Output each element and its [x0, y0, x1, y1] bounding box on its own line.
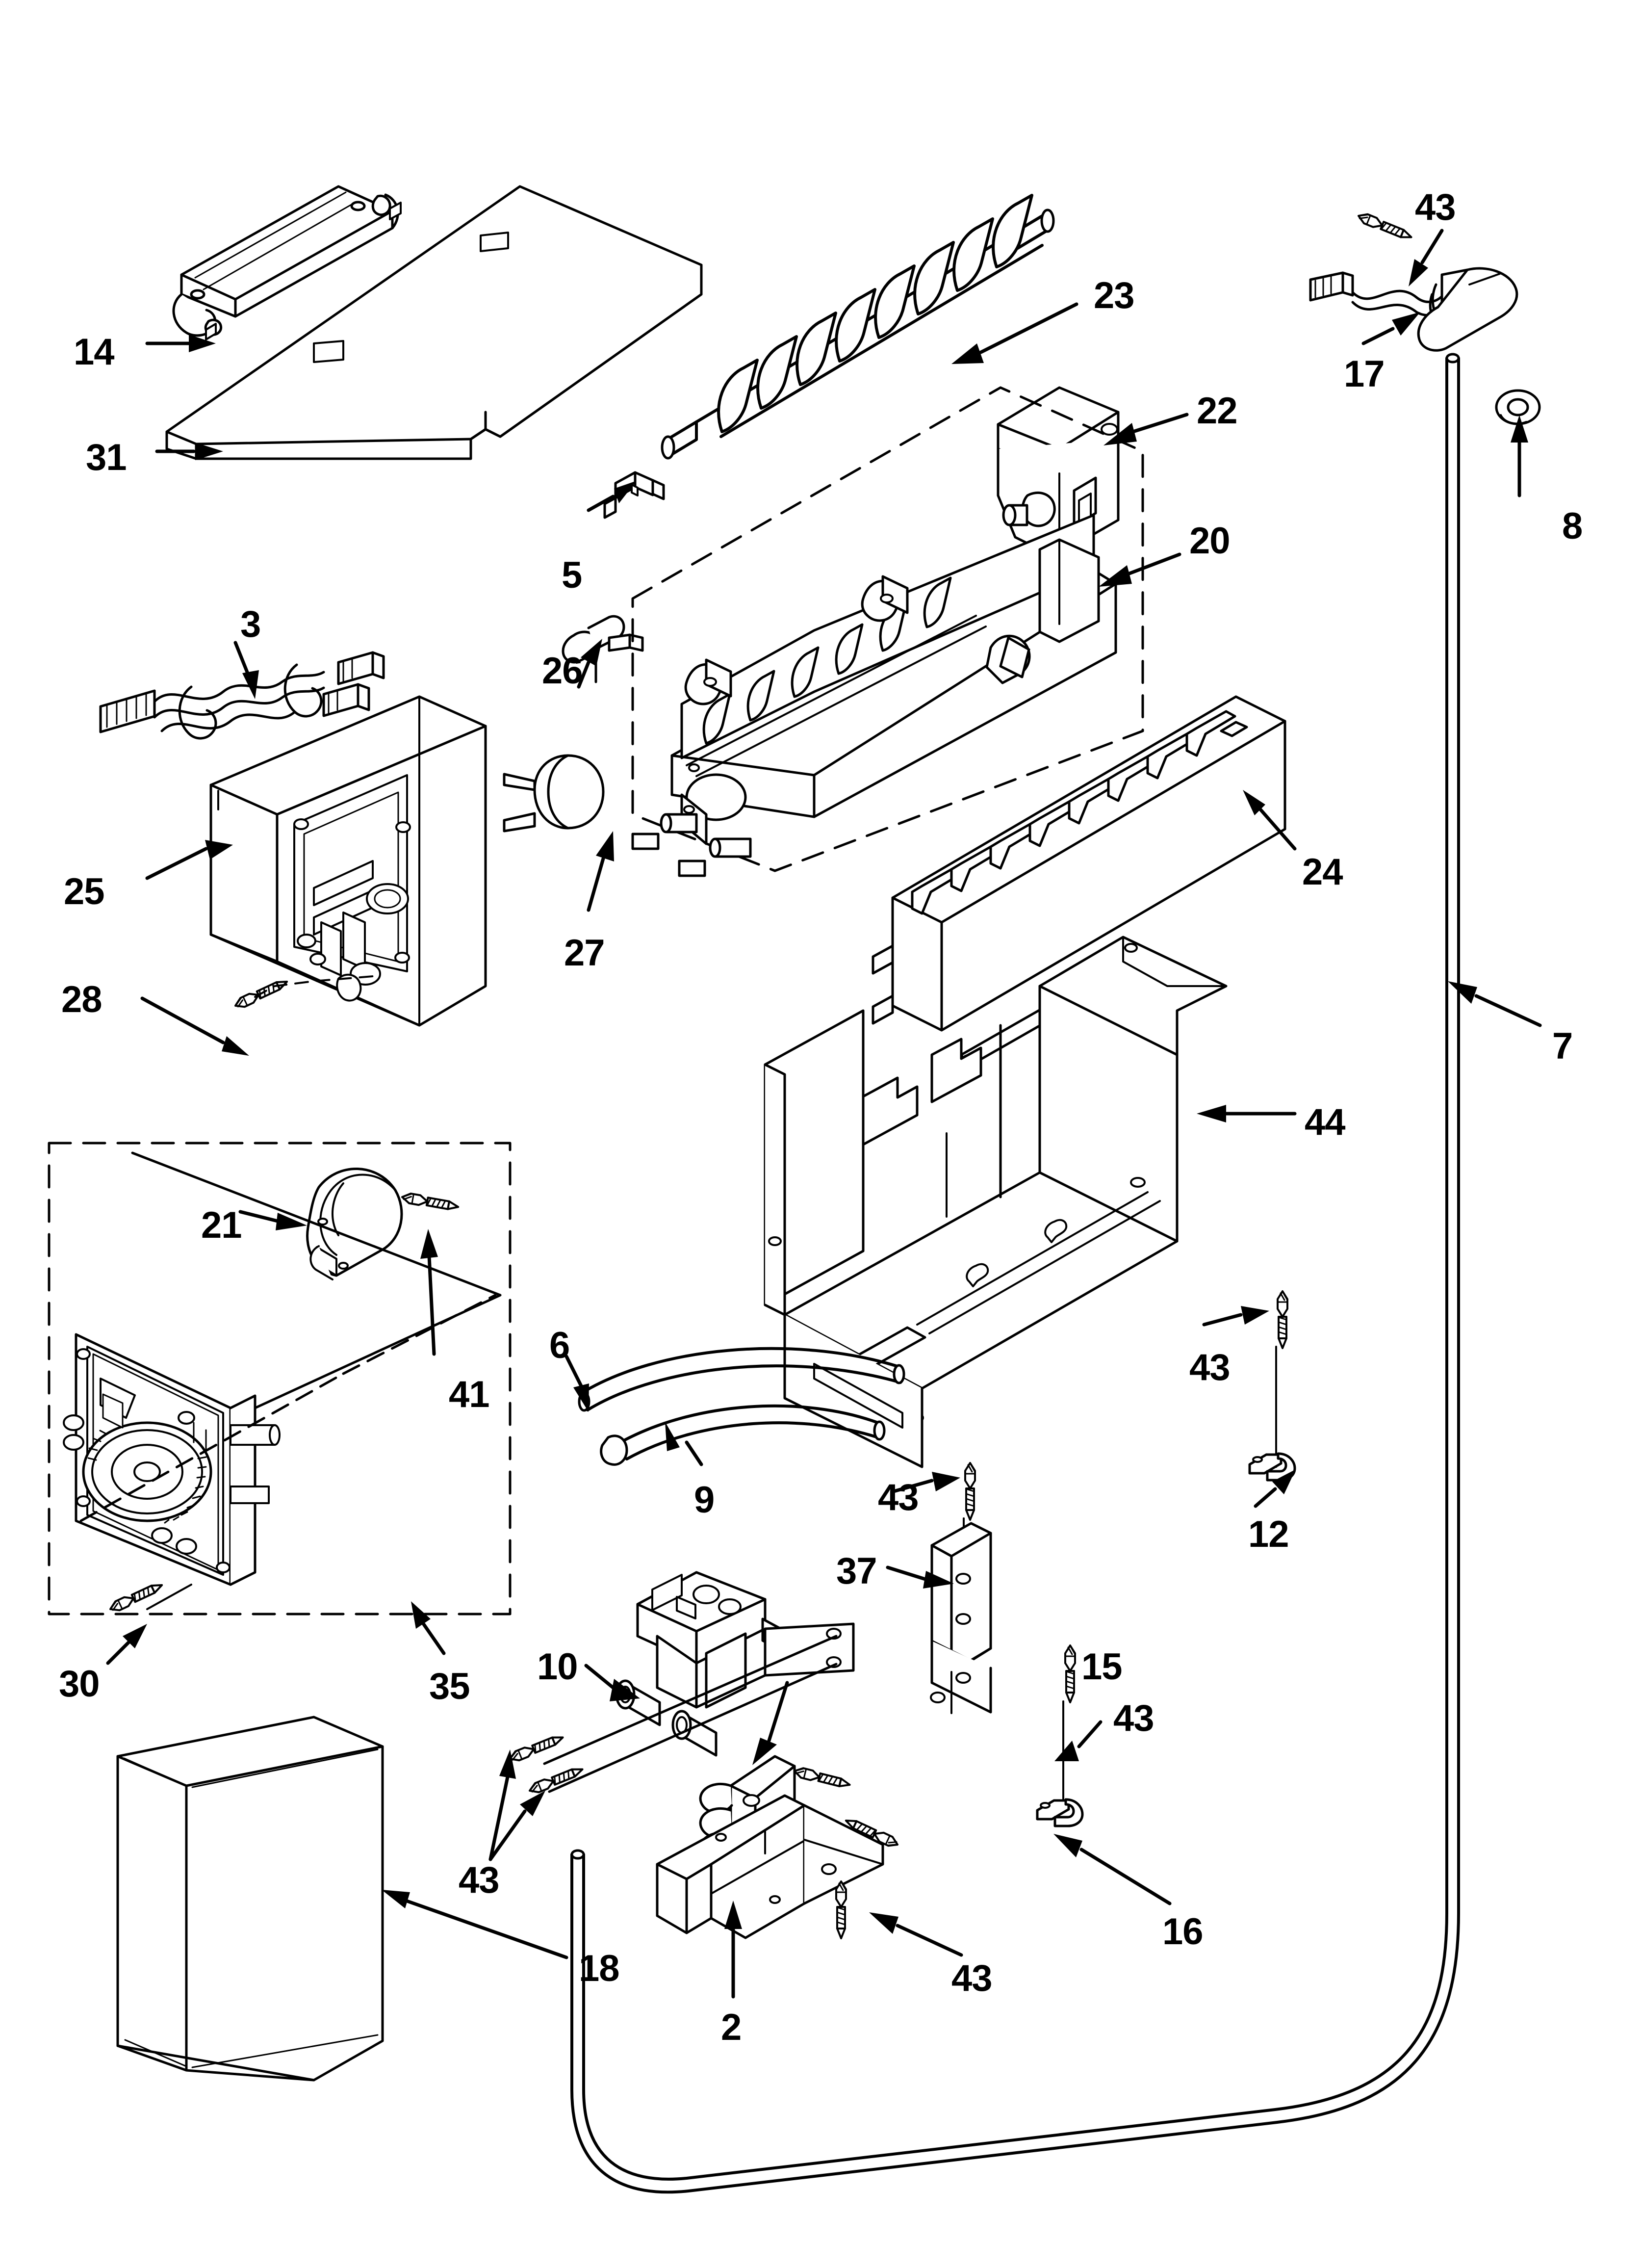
part-43f-screw — [836, 1881, 846, 1938]
callout-25: 25 — [64, 871, 105, 912]
part-41-screw — [401, 1192, 459, 1212]
callout-2: 2 — [721, 2007, 742, 2048]
part-18-ice-container — [116, 1716, 384, 2082]
callout-3: 3 — [240, 603, 261, 645]
callout-6: 6 — [549, 1325, 570, 1366]
part-10-water-inlet-valve — [543, 1571, 855, 1793]
part-14-rail-bracket — [172, 185, 402, 340]
callout-9: 9 — [694, 1479, 715, 1521]
mold-dashed-box — [631, 386, 1144, 872]
callout-43-b: 43 — [1189, 1347, 1231, 1388]
part-31-bin-cover — [165, 185, 703, 460]
part-43c-screw — [965, 1463, 975, 1520]
part-37-bracket-angle — [930, 1522, 992, 1714]
part-2-shield-bracket — [656, 1794, 884, 1939]
callout-10: 10 — [537, 1646, 578, 1688]
part-43b-screw — [1278, 1291, 1287, 1348]
part-17-fill-tube-heater — [1309, 267, 1518, 352]
part-7-water-supply-tube — [570, 353, 1460, 2194]
part-16-clamp — [1037, 1799, 1082, 1826]
callout-43-c: 43 — [878, 1477, 919, 1518]
callout-5: 5 — [562, 554, 582, 596]
part-23-ejector-blades — [661, 194, 1055, 460]
callout-35: 35 — [429, 1666, 470, 1707]
callout-14: 14 — [74, 331, 115, 373]
part-20-ice-mold — [631, 514, 1117, 877]
callout-21: 21 — [201, 1204, 242, 1246]
callout-8: 8 — [1562, 505, 1583, 547]
part-8-grommet — [1495, 389, 1541, 425]
callout-27: 27 — [564, 932, 605, 974]
part-43-screw-for-16 — [1065, 1645, 1075, 1702]
callout-24: 24 — [1302, 851, 1343, 893]
part-9-water-outlet-tube — [600, 1404, 886, 1466]
callout-37: 37 — [836, 1550, 877, 1592]
part-35-drive-assembly — [63, 1333, 281, 1586]
part-27-mold-thermostat — [503, 754, 605, 833]
callout-16: 16 — [1162, 1911, 1204, 1953]
callout-15: 15 — [1081, 1646, 1123, 1688]
part-43d-screw — [794, 1766, 851, 1789]
subassembly-dashed-box — [48, 1142, 512, 1616]
part-44-mounting-bracket — [764, 936, 1228, 1468]
callout-43-a: 43 — [1415, 186, 1456, 228]
part-21-drive-motor — [306, 1167, 403, 1280]
callout-26: 26 — [542, 650, 583, 692]
callout-43-e: 43 — [459, 1859, 500, 1901]
callout-23: 23 — [1094, 275, 1135, 316]
callout-17: 17 — [1344, 353, 1385, 395]
callout-22: 22 — [1197, 390, 1238, 432]
part-3-wire-harness — [99, 651, 385, 740]
callout-31: 31 — [86, 437, 127, 478]
callout-30: 30 — [59, 1663, 100, 1705]
callout-44: 44 — [1305, 1101, 1346, 1143]
callout-12: 12 — [1248, 1513, 1289, 1555]
callout-28: 28 — [61, 979, 103, 1020]
callout-43-f: 43 — [951, 1957, 993, 1999]
part-25-module-housing — [209, 695, 487, 1027]
part-30-screw — [108, 1581, 164, 1614]
callout-18: 18 — [579, 1948, 620, 1989]
callout-7: 7 — [1552, 1025, 1573, 1067]
callout-20: 20 — [1189, 520, 1231, 562]
part-43a-screw — [1357, 211, 1413, 242]
callout-41: 41 — [449, 1374, 490, 1415]
callout-43-d: 43 — [1113, 1697, 1155, 1739]
